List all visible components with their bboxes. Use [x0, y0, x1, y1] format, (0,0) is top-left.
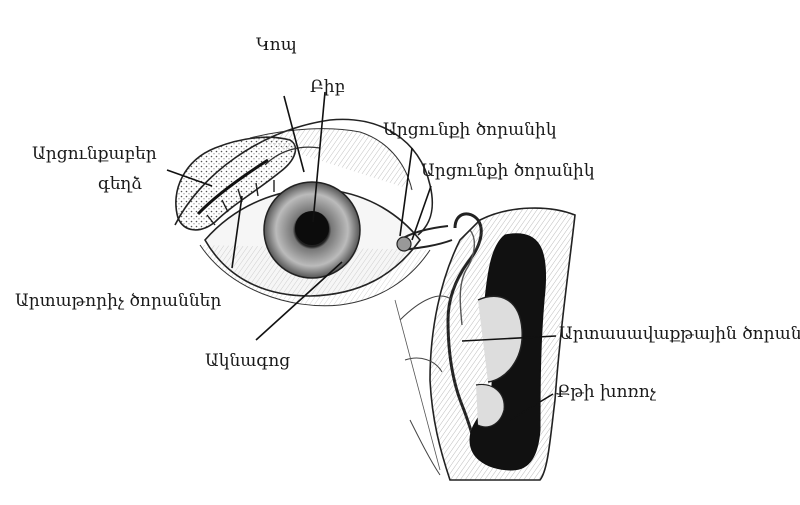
leader-line-punctum-lower: [411, 185, 432, 241]
leader-line-excretory-ducts: [231, 195, 243, 269]
iris-shape: [263, 181, 361, 279]
label-gland-line2: գեղձ: [98, 174, 143, 194]
leader-line-conjunctiva: [255, 261, 343, 341]
label-kop: Կոպ: [256, 35, 297, 55]
upper-eyelid-shape: [174, 118, 434, 236]
leader-line-bib: [312, 91, 326, 223]
lacrimal-canaliculi-shape: [396, 225, 453, 252]
label-nasolacrimal-duct: Արտասավաքթային ծորան: [559, 324, 800, 344]
nasal-cavity-shape: [394, 207, 576, 481]
label-conjunctiva: Ակնագոց: [205, 351, 291, 371]
leader-line-kop: [283, 95, 305, 173]
label-gland-line1: Արցունքաբեր: [32, 144, 157, 164]
label-punctum-lower: Արցունքի ծորանիկ: [421, 161, 595, 181]
leader-lines: [166, 91, 557, 421]
label-excretory-ducts: Արտաթորիչ ծորաններ: [15, 291, 222, 311]
label-bib: Բիբ: [310, 77, 346, 97]
label-nasal-cavity: Քթի խոռոչ: [556, 382, 656, 402]
leader-line-nasal-cavity: [509, 393, 554, 421]
leader-line-nasolacrimal: [461, 335, 557, 342]
leader-line-gland: [166, 169, 213, 187]
label-punctum-upper: Արցունքի ծորանիկ: [383, 120, 557, 140]
leader-line-punctum-upper: [399, 147, 413, 237]
